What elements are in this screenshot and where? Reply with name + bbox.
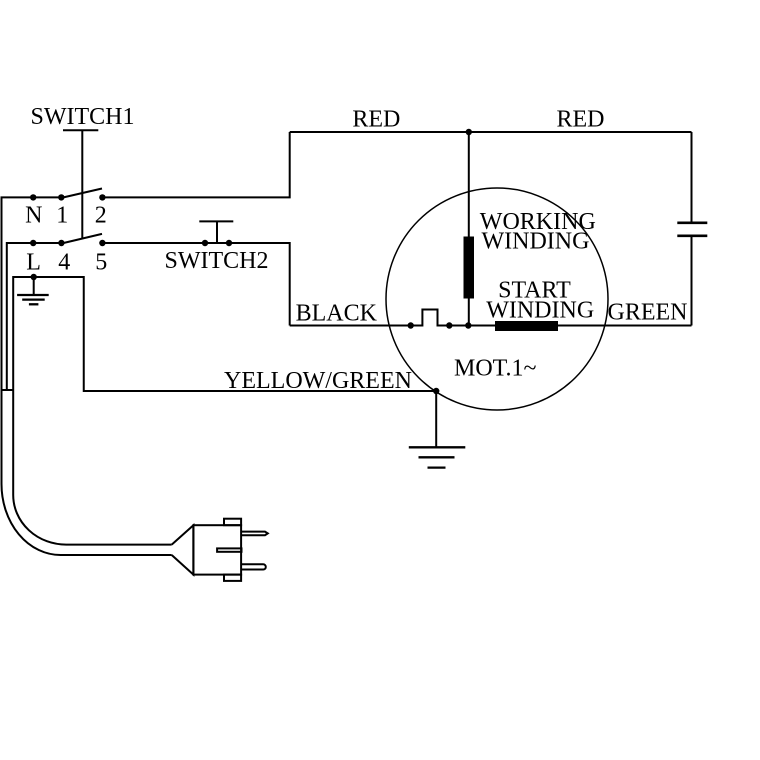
svg-text:SWITCH1: SWITCH1 (31, 104, 135, 130)
svg-text:SWITCH2: SWITCH2 (165, 248, 269, 274)
svg-text:START: START (498, 278, 571, 304)
svg-text:N: N (25, 203, 42, 229)
svg-text:L: L (26, 249, 41, 275)
svg-text:WINDING: WINDING (486, 297, 594, 323)
svg-text:4: 4 (58, 249, 70, 275)
svg-text:BLACK: BLACK (296, 301, 378, 327)
svg-text:YELLOW/GREEN: YELLOW/GREEN (224, 368, 412, 394)
svg-text:WORKING: WORKING (480, 209, 596, 235)
svg-text:2: 2 (95, 203, 107, 229)
svg-text:RED: RED (557, 107, 605, 133)
svg-text:RED: RED (352, 107, 400, 133)
svg-text:MOT.1~: MOT.1~ (454, 356, 537, 382)
svg-text:1: 1 (56, 203, 68, 229)
svg-text:GREEN: GREEN (608, 300, 688, 326)
svg-text:5: 5 (95, 249, 107, 275)
svg-text:WINDING: WINDING (482, 229, 590, 255)
